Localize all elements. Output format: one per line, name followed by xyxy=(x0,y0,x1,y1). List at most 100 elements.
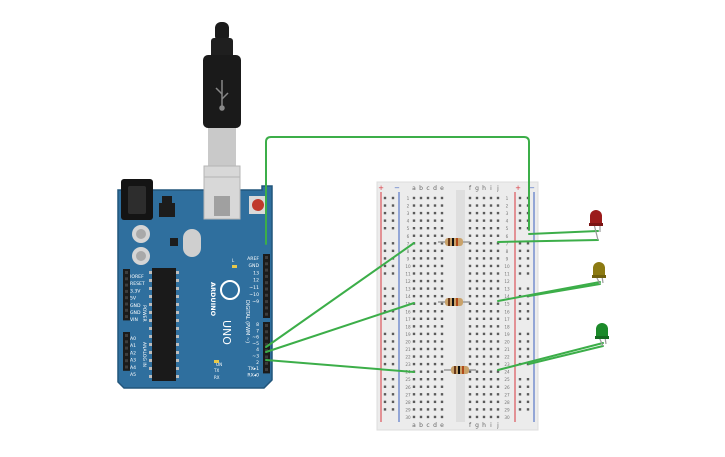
breadboard-hole[interactable] xyxy=(496,279,500,283)
breadboard-hole[interactable] xyxy=(468,287,472,290)
rail-hole[interactable] xyxy=(391,294,395,298)
breadboard-hole[interactable] xyxy=(433,408,437,411)
breadboard-hole[interactable] xyxy=(412,196,416,200)
breadboard-hole[interactable] xyxy=(440,362,444,366)
breadboard-hole[interactable] xyxy=(482,310,486,313)
breadboard-hole[interactable] xyxy=(419,347,423,351)
rail-hole[interactable] xyxy=(391,264,395,268)
breadboard-hole[interactable] xyxy=(482,415,486,419)
breadboard-hole[interactable] xyxy=(433,415,437,419)
breadboard-hole[interactable] xyxy=(468,347,472,351)
breadboard-hole[interactable] xyxy=(440,415,444,419)
rail-hole[interactable] xyxy=(518,355,522,358)
breadboard-hole[interactable] xyxy=(440,378,444,381)
breadboard-hole[interactable] xyxy=(440,332,444,336)
breadboard-hole[interactable] xyxy=(482,302,486,305)
breadboard-hole[interactable] xyxy=(440,370,444,373)
breadboard-hole[interactable] xyxy=(440,242,444,245)
breadboard-hole[interactable] xyxy=(496,347,500,351)
rail-hole[interactable] xyxy=(518,332,522,336)
breadboard-hole[interactable] xyxy=(489,279,493,283)
rail-hole[interactable] xyxy=(383,340,387,343)
breadboard-hole[interactable] xyxy=(475,347,479,351)
rail-hole[interactable] xyxy=(518,219,522,222)
rail-hole[interactable] xyxy=(383,408,387,411)
breadboard-hole[interactable] xyxy=(475,362,479,366)
breadboard-hole[interactable] xyxy=(496,249,500,253)
breadboard-hole[interactable] xyxy=(489,287,493,290)
breadboard-hole[interactable] xyxy=(419,325,423,328)
breadboard-hole[interactable] xyxy=(475,408,479,411)
breadboard-hole[interactable] xyxy=(426,227,430,230)
rail-hole[interactable] xyxy=(391,196,395,200)
rail-hole[interactable] xyxy=(526,287,530,290)
breadboard-hole[interactable] xyxy=(440,204,444,207)
rail-hole[interactable] xyxy=(526,355,530,358)
header-socket[interactable] xyxy=(125,352,128,356)
header-socket[interactable] xyxy=(125,289,128,293)
yellow-led[interactable] xyxy=(592,262,606,285)
breadboard-hole[interactable] xyxy=(412,400,416,404)
breadboard-hole[interactable] xyxy=(475,227,479,230)
breadboard-hole[interactable] xyxy=(496,385,500,388)
breadboard-hole[interactable] xyxy=(440,294,444,298)
breadboard-hole[interactable] xyxy=(426,294,430,298)
wire-green-led-cathode[interactable] xyxy=(528,345,604,365)
breadboard-hole[interactable] xyxy=(468,272,472,275)
breadboard-hole[interactable] xyxy=(468,332,472,336)
breadboard-hole[interactable] xyxy=(496,272,500,275)
breadboard-hole[interactable] xyxy=(440,234,444,237)
breadboard-hole[interactable] xyxy=(433,234,437,237)
breadboard-hole[interactable] xyxy=(440,196,444,200)
breadboard-hole[interactable] xyxy=(433,287,437,290)
rail-hole[interactable] xyxy=(526,408,530,411)
breadboard-hole[interactable] xyxy=(426,340,430,343)
rail-hole[interactable] xyxy=(383,393,387,396)
breadboard-hole[interactable] xyxy=(496,211,500,215)
header-socket[interactable] xyxy=(265,256,268,259)
breadboard-hole[interactable] xyxy=(440,249,444,253)
header-socket[interactable] xyxy=(125,346,128,350)
rail-hole[interactable] xyxy=(391,347,395,351)
header-socket[interactable] xyxy=(265,342,268,346)
breadboard-hole[interactable] xyxy=(482,242,486,245)
header-socket[interactable] xyxy=(125,365,128,369)
rail-hole[interactable] xyxy=(391,408,395,411)
rail-hole[interactable] xyxy=(391,362,395,366)
rail-hole[interactable] xyxy=(526,385,530,388)
breadboard-hole[interactable] xyxy=(433,279,437,283)
rail-hole[interactable] xyxy=(383,264,387,268)
breadboard-hole[interactable] xyxy=(426,400,430,404)
breadboard-hole[interactable] xyxy=(496,355,500,358)
breadboard-hole[interactable] xyxy=(475,294,479,298)
breadboard-hole[interactable] xyxy=(433,219,437,222)
breadboard-hole[interactable] xyxy=(426,332,430,336)
rail-hole[interactable] xyxy=(391,340,395,343)
rail-hole[interactable] xyxy=(518,211,522,215)
green-led[interactable] xyxy=(595,323,609,347)
breadboard-hole[interactable] xyxy=(475,272,479,275)
header-socket[interactable] xyxy=(265,361,268,365)
breadboard-hole[interactable] xyxy=(419,219,423,222)
breadboard-hole[interactable] xyxy=(489,257,493,260)
rail-hole[interactable] xyxy=(526,317,530,320)
breadboard-hole[interactable] xyxy=(482,204,486,207)
rail-hole[interactable] xyxy=(391,204,395,207)
breadboard-hole[interactable] xyxy=(419,415,423,419)
rail-hole[interactable] xyxy=(518,347,522,351)
rail-hole[interactable] xyxy=(526,310,530,313)
rail-hole[interactable] xyxy=(391,302,395,305)
breadboard-hole[interactable] xyxy=(426,385,430,388)
breadboard-hole[interactable] xyxy=(426,355,430,358)
breadboard-hole[interactable] xyxy=(482,294,486,298)
breadboard-hole[interactable] xyxy=(482,227,486,230)
breadboard-hole[interactable] xyxy=(412,325,416,328)
breadboard-hole[interactable] xyxy=(468,325,472,328)
breadboard-hole[interactable] xyxy=(489,294,493,298)
rail-hole[interactable] xyxy=(383,196,387,200)
breadboard-hole[interactable] xyxy=(496,196,500,200)
breadboard-hole[interactable] xyxy=(489,347,493,351)
breadboard-hole[interactable] xyxy=(489,227,493,230)
breadboard-hole[interactable] xyxy=(482,400,486,404)
breadboard-hole[interactable] xyxy=(419,378,423,381)
